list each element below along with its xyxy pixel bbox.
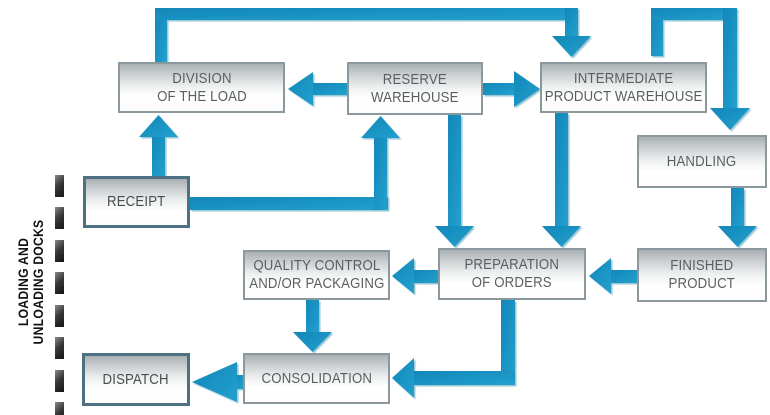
node-intermediate-product-warehouse: INTERMEDIATE PRODUCT WAREHOUSE bbox=[540, 62, 707, 113]
node-label: CONSOLIDATION bbox=[261, 370, 372, 388]
node-dispatch: DISPATCH bbox=[82, 353, 190, 406]
arrow-receipt-to-division bbox=[139, 115, 178, 176]
node-label-line1: FINISHED bbox=[670, 257, 734, 274]
node-division-of-the-load: DIVISION OF THE LOAD bbox=[118, 62, 285, 113]
arrow-quality-to-consolidation bbox=[293, 300, 332, 352]
dock-label-line2: UNLOADING DOCKS bbox=[31, 219, 46, 345]
node-label: DISPATCH bbox=[103, 371, 169, 389]
node-quality-control-packaging: QUALITY CONTROL AND/OR PACKAGING bbox=[243, 250, 390, 300]
arrow-division-to-intermediate bbox=[155, 8, 591, 62]
arrow-reserve-to-preparation bbox=[435, 115, 474, 247]
node-label-line1: CONSOLIDATION bbox=[261, 369, 372, 387]
node-label: RECEIPT bbox=[107, 193, 165, 211]
arrow-receipt-to-reserve bbox=[190, 116, 400, 210]
dock-divider-dash bbox=[55, 272, 64, 294]
node-label-line1: RESERVE bbox=[382, 70, 448, 88]
node-reserve-warehouse: RESERVE WAREHOUSE bbox=[347, 62, 483, 115]
node-label: INTERMEDIATE PRODUCT WAREHOUSE bbox=[545, 70, 703, 106]
node-preparation-of-orders: PREPARATION OF ORDERS bbox=[438, 248, 586, 300]
node-label-line2: WAREHOUSE bbox=[371, 88, 459, 106]
node-consolidation: CONSOLIDATION bbox=[243, 353, 390, 404]
node-label: DIVISION OF THE LOAD bbox=[157, 70, 247, 106]
node-label: QUALITY CONTROL AND/OR PACKAGING bbox=[249, 257, 384, 293]
arrow-reserve-to-intermediate bbox=[483, 71, 540, 107]
node-label-line2: PRODUCT WAREHOUSE bbox=[544, 87, 703, 105]
node-label: HANDLING bbox=[667, 153, 737, 171]
node-label-line2: PRODUCT bbox=[668, 275, 736, 292]
dock-divider-dash bbox=[55, 305, 64, 327]
node-label-line1: HANDLING bbox=[667, 152, 737, 170]
arrow-preparation-to-quality bbox=[392, 258, 438, 294]
node-handling: HANDLING bbox=[637, 135, 767, 188]
node-label: FINISHED PRODUCT bbox=[669, 257, 736, 293]
node-label-line2: OF ORDERS bbox=[471, 274, 553, 291]
node-finished-product: FINISHED PRODUCT bbox=[637, 248, 767, 302]
node-label-line1: DIVISION bbox=[171, 69, 232, 87]
node-label: PREPARATION OF ORDERS bbox=[465, 256, 560, 292]
node-label: RESERVE WAREHOUSE bbox=[371, 71, 459, 107]
dock-label-line1: LOADING AND bbox=[16, 237, 31, 327]
dock-divider-dash bbox=[55, 175, 64, 197]
node-label-line1: QUALITY CONTROL bbox=[252, 257, 381, 274]
arrow-intermediate-to-handling bbox=[651, 8, 750, 130]
dock-divider-dash bbox=[55, 370, 64, 392]
arrow-consolidation-to-dispatch bbox=[192, 362, 243, 402]
node-receipt: RECEIPT bbox=[83, 176, 190, 228]
arrow-preparation-to-consolidation bbox=[392, 300, 515, 398]
node-label-line2: OF THE LOAD bbox=[156, 87, 247, 105]
dock-divider-dash bbox=[55, 207, 64, 229]
node-label-line1: RECEIPT bbox=[107, 193, 166, 210]
node-label-line2: AND/OR PACKAGING bbox=[248, 275, 385, 292]
arrow-intermediate-to-preparation bbox=[542, 113, 581, 247]
dock-divider-dash bbox=[55, 240, 64, 262]
node-label-line1: INTERMEDIATE bbox=[573, 69, 674, 87]
dock-divider-dash bbox=[55, 337, 64, 359]
loading-unloading-docks-label: LOADING AND UNLOADING DOCKS bbox=[16, 220, 46, 345]
node-label-line1: DISPATCH bbox=[102, 370, 170, 388]
dock-divider-dash bbox=[55, 402, 64, 415]
arrow-reserve-to-division bbox=[288, 72, 347, 106]
arrow-handling-to-finished bbox=[718, 188, 757, 247]
node-label-line1: PREPARATION bbox=[464, 256, 560, 273]
arrow-finished-to-preparation bbox=[589, 258, 637, 294]
